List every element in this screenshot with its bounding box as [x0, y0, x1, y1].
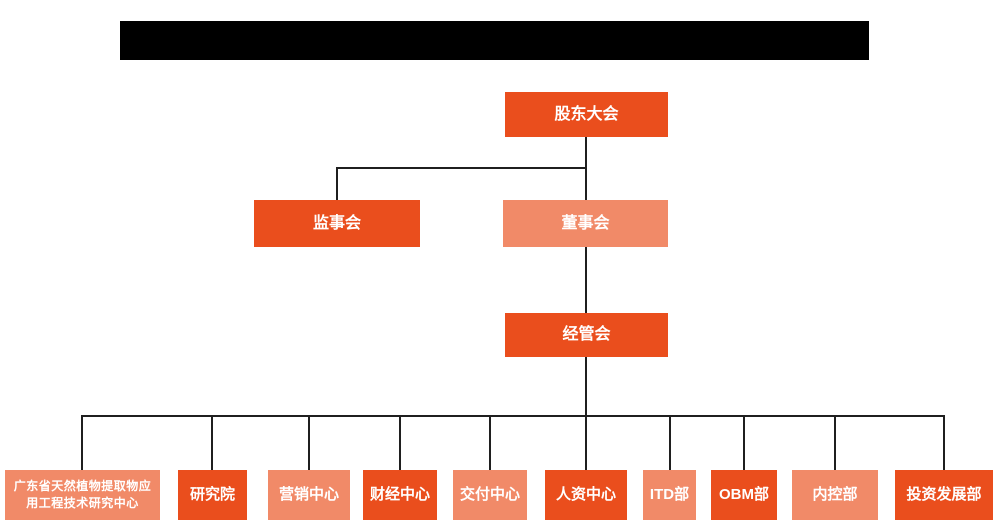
connector-dept-drop-4	[399, 415, 401, 470]
org-node-dept-investment-development: 投资发展部	[895, 470, 993, 520]
org-node-dept-itd: ITD部	[643, 470, 696, 520]
org-node-label: 交付中心	[459, 486, 520, 503]
connector-dept-drop-3	[308, 415, 310, 470]
org-node-dept-hr-center: 人资中心	[545, 470, 627, 520]
connector-supervisory-drop	[336, 167, 338, 200]
connector-dept-drop-5	[489, 415, 491, 470]
connector-dept-drop-7	[669, 415, 671, 470]
org-node-label: OBM部	[719, 486, 769, 503]
connector-dept-drop-6	[585, 415, 587, 470]
connector-dept-drop-1	[81, 415, 83, 470]
org-node-label: 营销中心	[278, 486, 339, 503]
connector-dept-drop-8	[743, 415, 745, 470]
org-node-label: 内控部	[812, 486, 858, 503]
connector-dept-drop-9	[834, 415, 836, 470]
connector-root-drop	[585, 137, 587, 169]
org-node-label: 监事会	[312, 214, 361, 232]
org-node-dept-research-institute: 研究院	[178, 470, 247, 520]
connector-row2-horizontal	[336, 167, 587, 169]
org-node-dept-marketing-center: 营销中心	[268, 470, 350, 520]
org-node-label: 董事会	[561, 214, 610, 232]
org-node-label: ITD部	[649, 486, 690, 503]
org-node-dept-guangdong-research-center: 广东省天然植物提取物应用工程技术研究中心	[5, 470, 160, 520]
redacted-title-bar	[120, 21, 869, 60]
org-node-label: 股东大会	[554, 105, 619, 123]
org-node-label: 投资发展部	[906, 486, 982, 503]
connector-dept-drop-2	[211, 415, 213, 470]
org-node-management-committee: 经管会	[505, 313, 668, 357]
org-node-label: 广东省天然植物提取物应用工程技术研究中心	[13, 479, 152, 510]
connector-board-drop	[585, 167, 587, 200]
org-node-label: 经管会	[562, 326, 611, 344]
org-node-label: 研究院	[189, 486, 235, 503]
connector-dept-drop-10	[943, 415, 945, 470]
org-node-label: 财经中心	[369, 486, 430, 503]
connector-board-to-management	[585, 247, 587, 313]
connector-departments-horizontal	[81, 415, 945, 417]
org-node-dept-finance-center: 财经中心	[363, 470, 437, 520]
org-node-label: 人资中心	[555, 486, 616, 503]
org-node-dept-delivery-center: 交付中心	[453, 470, 527, 520]
org-node-dept-internal-control: 内控部	[792, 470, 878, 520]
org-node-dept-obm: OBM部	[711, 470, 777, 520]
org-node-shareholders-meeting: 股东大会	[505, 92, 668, 137]
org-node-supervisory-board: 监事会	[254, 200, 420, 247]
org-node-board-of-directors: 董事会	[503, 200, 668, 247]
connector-management-drop	[585, 357, 587, 416]
